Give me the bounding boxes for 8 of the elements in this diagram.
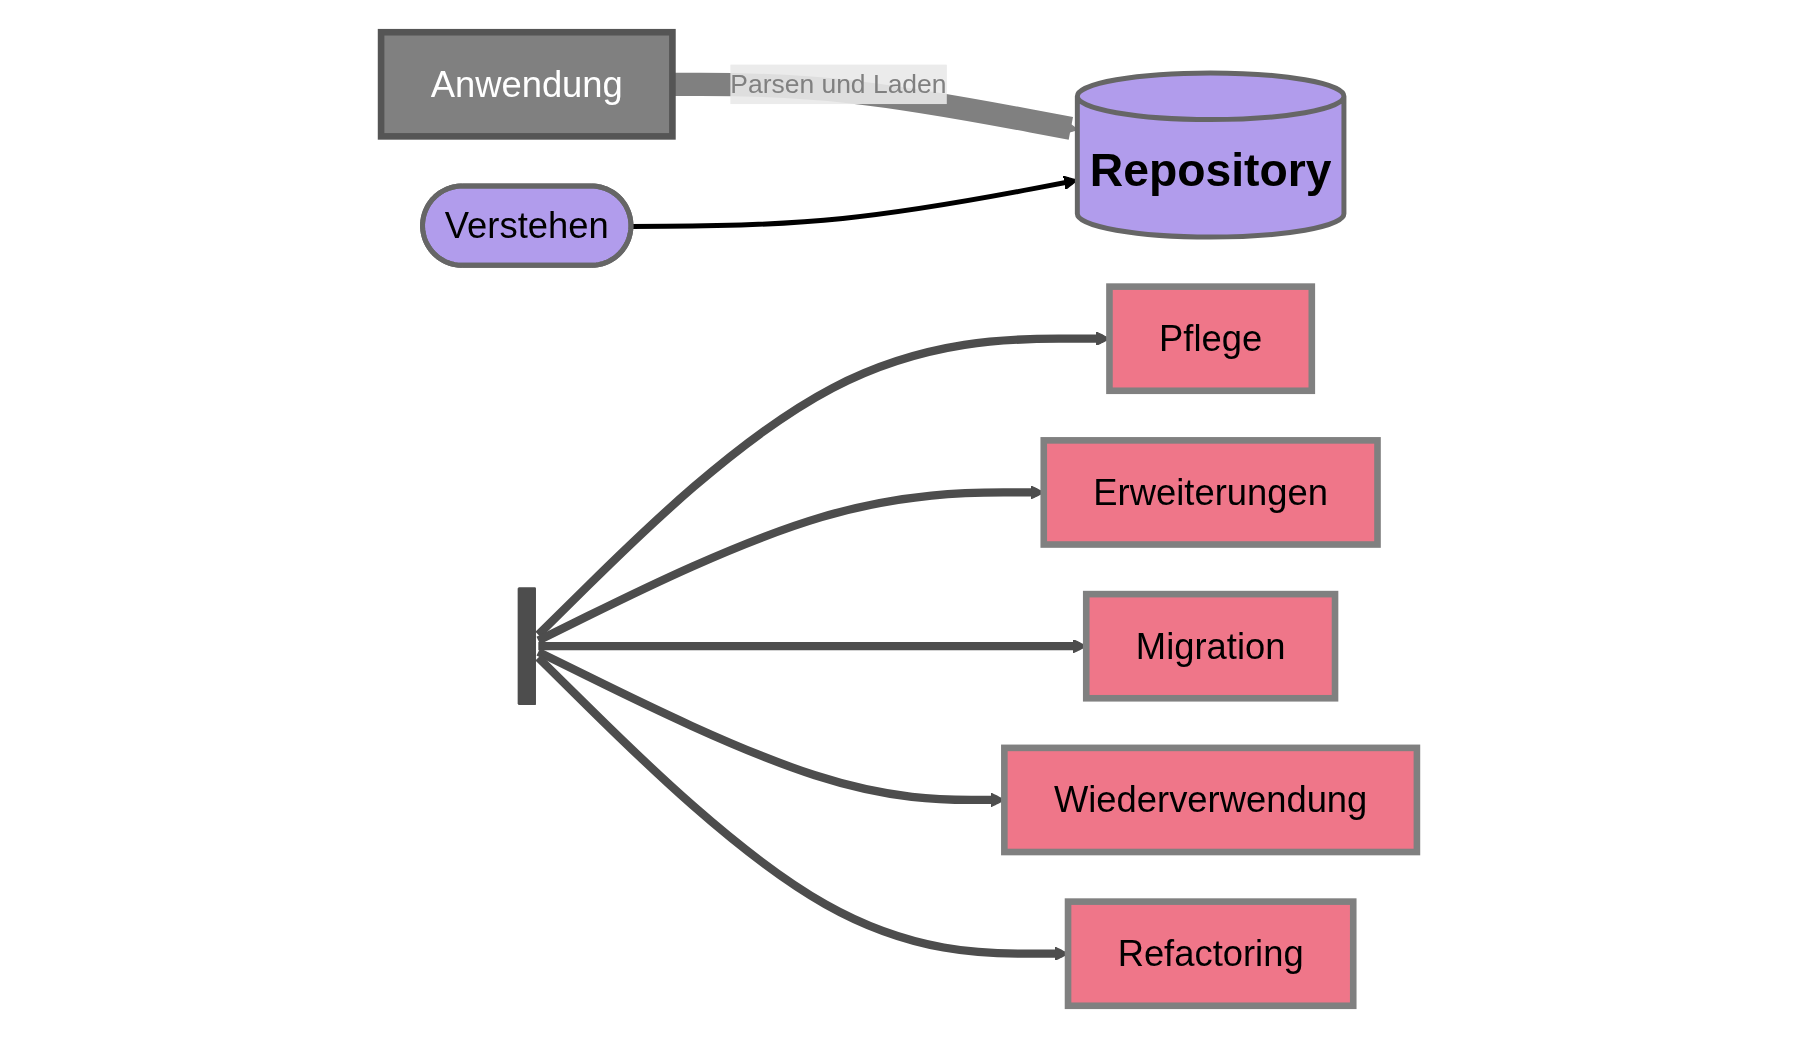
arrow [631,175,1078,229]
node-box: Pflege [1105,282,1315,394]
node-box: Wiederverwendung [1000,744,1420,855]
node-box: Anwendung [377,28,676,140]
node-box: Migration [1082,590,1338,702]
node-box: Erweiterungen [1039,436,1381,548]
node-box: Refactoring [1064,897,1357,1009]
edge-label: Parsen und Laden [729,68,946,98]
